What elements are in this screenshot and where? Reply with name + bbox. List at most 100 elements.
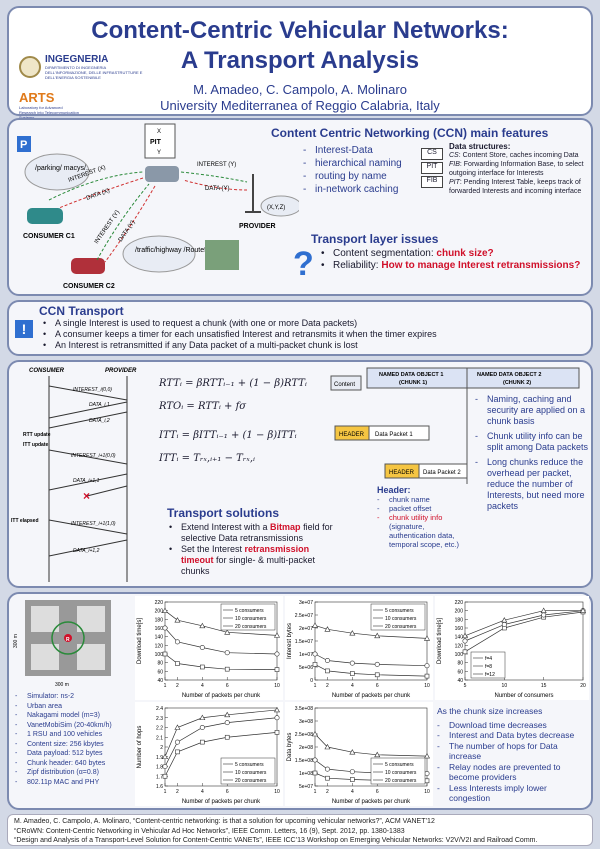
data-point: [374, 751, 381, 758]
svg-text:HEADER: HEADER: [339, 432, 365, 438]
data-point: [274, 651, 280, 657]
svg-text:P: P: [20, 139, 27, 151]
data-point: [162, 773, 168, 779]
x-tick-label: 10: [424, 683, 430, 689]
data-point: [324, 626, 331, 632]
y-tick-label: 2.4: [156, 706, 163, 712]
ccn-transport-list: A single Interest is used to request a c…: [43, 318, 583, 351]
data-point: [274, 730, 280, 735]
y-tick-label: 60: [457, 669, 463, 675]
data-point: [349, 660, 355, 666]
y-tick-label: 120: [155, 643, 164, 649]
data-point: [312, 651, 318, 657]
data-bytes-chart: 5e+071e+081.5e+082e+082.5e+083e+083.5e+0…: [285, 702, 433, 806]
svg-text:NAMED DATA OBJECT 2: NAMED DATA OBJECT 2: [477, 372, 541, 378]
y-tick-label: 1.9: [156, 755, 163, 761]
y-tick-label: 2.2: [156, 726, 163, 732]
dimension-label: 300 m: [55, 682, 69, 688]
data-point: [349, 749, 356, 755]
x-tick-label: 20: [580, 683, 586, 689]
formula-rto: RTOᵢ = RTTᵢ + fσ: [159, 401, 247, 412]
y-tick-label: 2e+07: [299, 626, 313, 632]
y-tick-label: 160: [155, 626, 164, 632]
authors-block: M. Amadeo, C. Campolo, A. Molinaro Unive…: [9, 82, 591, 114]
x-tick-label: 6: [226, 789, 229, 795]
seq-arrow: [48, 519, 128, 535]
reference-item: “CRoWN: Content-Centric Networking in Ve…: [14, 827, 405, 835]
data-point: [350, 777, 355, 782]
data-y2-arrow: [104, 185, 156, 263]
y-tick-label: 1e+08: [299, 771, 313, 777]
data-point: [325, 668, 330, 674]
series-line: [314, 653, 428, 667]
y-tick-label: 3e+08: [299, 719, 313, 725]
svg-text:DATA (Y): DATA (Y): [118, 220, 137, 243]
formula-rtt: RTTᵢ = βRTTᵢ₋₁ + (1 − β)RTTᵢ: [159, 378, 307, 389]
result-item: Download time decreases: [437, 720, 589, 731]
data-point: [324, 657, 330, 663]
header-fields: Header: chunk name packet offset chunk u…: [377, 486, 473, 550]
svg-text:DATA (X): DATA (X): [86, 188, 111, 202]
svg-text:(CHUNK 2): (CHUNK 2): [503, 380, 531, 386]
ccn-transport-panel: CCN Transport ! A single Interest is use…: [7, 300, 593, 356]
data-point: [349, 630, 356, 636]
traffic-cloud: [122, 235, 196, 273]
provider-label: PROVIDER: [105, 368, 137, 374]
simulation-params: Simulator: ns-2 Urban area Nakagami mode…: [15, 692, 133, 787]
svg-text:(X,Y,Z): (X,Y,Z): [267, 205, 285, 211]
consumer-c1-car-icon: [27, 208, 63, 224]
data-structures-text: Data structures: CS: Content Store, cach…: [449, 142, 584, 195]
data-point: [501, 622, 507, 628]
x-tick-label: 1: [314, 789, 317, 795]
issue-item: Content segmentation: chunk size?: [321, 248, 591, 260]
y-axis-label: Data bytes: [287, 733, 293, 762]
y-tick-label: 140: [455, 635, 464, 641]
reference-item: “Design and Analysis of a Transport-Leve…: [14, 837, 538, 844]
x-tick-label: 1: [164, 683, 167, 689]
svg-text:R: R: [66, 637, 70, 643]
x-tick-label: 10: [274, 789, 280, 795]
interest-y-arrow: [180, 171, 248, 183]
traffic-content-name: /traffic/highway /Route51/...: [135, 247, 220, 254]
legend-label: f=12: [485, 672, 495, 678]
rtt-update-label: RTT update: [23, 432, 51, 438]
result-item: Less Interests imply lower congestion: [437, 783, 589, 804]
data-point: [175, 749, 180, 755]
y-tick-label: 100: [155, 652, 164, 658]
data-point: [274, 667, 280, 672]
data-point: [540, 607, 547, 613]
ingegneria-logo: INGEGNERIA DIPARTIMENTO DI INGEGNERIA DE…: [19, 54, 154, 86]
x-tick-label: 4: [201, 683, 204, 689]
y-axis-label: Number of hops: [137, 726, 143, 769]
itt-elapsed-label: ITT elapsed: [11, 518, 39, 524]
y-tick-label: 40: [157, 678, 163, 684]
data-point: [200, 664, 205, 670]
transport-issues-list: Content segmentation: chunk size? Reliab…: [321, 248, 591, 272]
legend-label: 20 consumers: [235, 778, 267, 784]
data-point: [312, 757, 318, 763]
y-axis-label: Download time[s]: [137, 618, 143, 664]
sim-param: Data payload: 512 bytes: [15, 749, 133, 759]
data-point: [541, 612, 547, 618]
title-panel: Content-Centric Vehicular Networks: A Tr…: [7, 6, 593, 120]
y-tick-label: 2: [160, 745, 163, 751]
sim-param: 1 RSU and 100 vehicles: [15, 730, 133, 740]
legend-label: 10 consumers: [385, 616, 417, 622]
plot-frame: [164, 601, 278, 681]
legend: [470, 651, 506, 679]
transport-bullet: An Interest is retransmitted if any Data…: [43, 340, 583, 351]
series-line: [164, 627, 278, 655]
x-tick-label: 2: [176, 683, 179, 689]
x-tick-label: 2: [176, 789, 179, 795]
svg-text:INTEREST_i(0,0): INTEREST_i(0,0): [73, 387, 112, 393]
y-tick-label: 100: [455, 652, 464, 658]
simulation-results-panel: R 300 m 300 m Simulator: ns-2 Urban area…: [7, 592, 593, 810]
data-point: [199, 724, 205, 730]
sim-param: Nakagami model (m=3): [15, 711, 133, 721]
author-names: M. Amadeo, C. Campolo, A. Molinaro: [193, 82, 407, 97]
parking-content-name: /parking/ macys/...: [35, 165, 92, 172]
header-field: packet offset: [377, 504, 473, 513]
header-field: chunk name: [377, 495, 473, 504]
